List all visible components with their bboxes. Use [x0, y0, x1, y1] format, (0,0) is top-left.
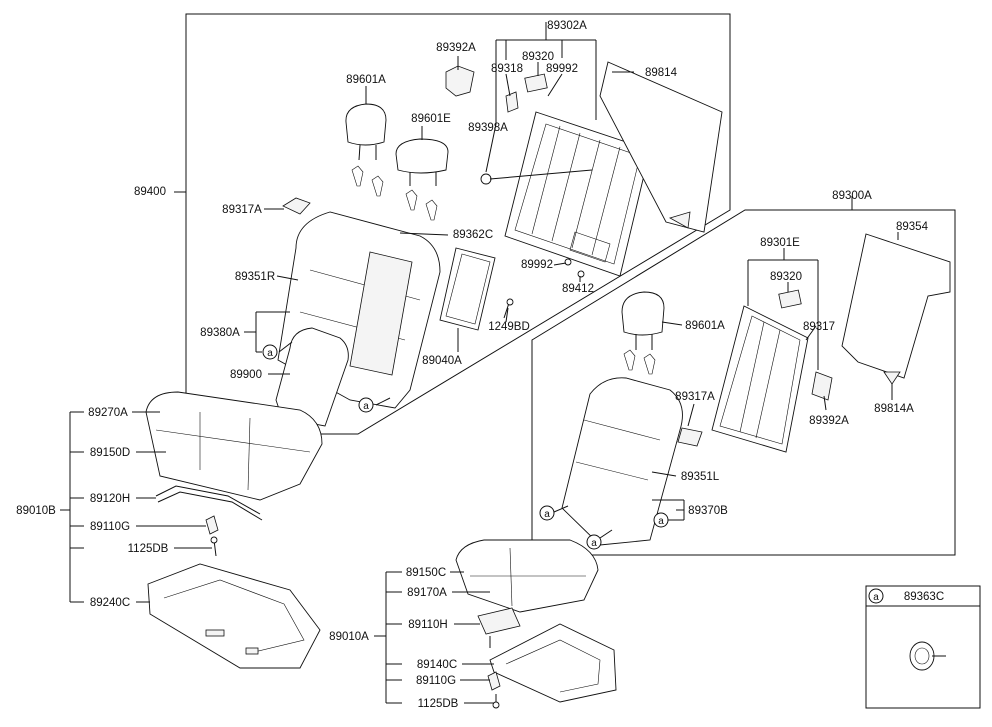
label-89040a: 89040A: [422, 355, 462, 367]
label-89351l: 89351L: [681, 471, 720, 483]
label-89412: 89412: [562, 283, 594, 295]
headrest-89601e-drawing: [395, 138, 449, 186]
pan-89240c-drawing: [147, 563, 321, 669]
legend-ref-circle-a-label: a: [873, 592, 879, 603]
label-89120h: 89120H: [90, 493, 130, 505]
label-89150c: 89150C: [406, 567, 446, 579]
seatback-right-drawing: [561, 377, 703, 546]
label-89392a-top: 89392A: [436, 42, 476, 54]
label-1125db-left: 1125DB: [128, 543, 169, 555]
rear-seatback-right-assembly-outline: [531, 209, 956, 556]
label-89300a: 89300A: [832, 190, 872, 202]
label-89398a: 89398A: [468, 122, 508, 134]
label-89900: 89900: [230, 369, 262, 381]
label-89140c: 89140C: [417, 659, 457, 671]
label-89010a: 89010A: [329, 631, 369, 643]
label-89392a-right: 89392A: [809, 415, 849, 427]
label-89270a: 89270A: [88, 407, 128, 419]
clip-89363c-drawing: [909, 641, 946, 671]
label-89814: 89814: [645, 67, 678, 79]
ref-circle-a-1-label: a: [267, 348, 273, 359]
seat-cushion-left-drawing: [145, 391, 323, 501]
pan-89140c-drawing: [489, 623, 617, 703]
ref-circle-a-4-label: a: [591, 538, 597, 549]
ref-circle-a-4: [586, 534, 602, 550]
wire-89120h-drawing: [155, 485, 263, 521]
label-89110h: 89110H: [408, 619, 447, 631]
label-89301e: 89301E: [760, 237, 800, 249]
label-1125db-right: 1125DB: [418, 698, 459, 710]
label-89814a: 89814A: [874, 403, 914, 415]
label-89317a-left: 89317A: [222, 204, 262, 216]
label-89317: 89317: [803, 321, 835, 333]
label-89992-top: 89992: [546, 63, 578, 75]
label-89317a-right: 89317A: [675, 391, 715, 403]
label-89318: 89318: [491, 63, 523, 75]
label-89240c: 89240C: [90, 597, 130, 609]
label-89351r: 89351R: [235, 271, 275, 283]
label-89320-top: 89320: [522, 51, 554, 63]
label-89320-right: 89320: [770, 271, 802, 283]
label-89010b: 89010B: [16, 505, 56, 517]
bracket-89110g-left-drawing: [205, 515, 219, 557]
label-89380a: 89380A: [200, 327, 240, 339]
ref-circle-a-5-label: a: [658, 516, 664, 527]
bolt-1249bd-drawing: [503, 298, 514, 319]
label-89601e: 89601E: [411, 113, 451, 125]
label-89150d: 89150D: [90, 447, 130, 459]
part-labels: 89302A 89392A 89320 89318 89992 89814 89…: [16, 20, 944, 710]
back-panel-89814-drawing: [599, 61, 723, 233]
label-89354: 89354: [896, 221, 929, 233]
bracket-89110h-drawing: [477, 607, 521, 648]
ref-circle-a-1: [262, 344, 278, 360]
ref-circle-a-3-label: a: [544, 509, 550, 520]
label-1249bd: 1249BD: [488, 321, 530, 333]
ref-circle-a-3: [539, 505, 555, 521]
seatback-frame-left-drawing: [504, 111, 651, 277]
label-89110g-right: 89110G: [416, 675, 456, 687]
bracket-89110g-right-drawing: [487, 671, 501, 709]
label-89110g-left: 89110G: [90, 521, 130, 533]
label-89601a-left: 89601A: [346, 74, 386, 86]
seatback-left-drawing: [275, 211, 441, 427]
ref-circle-a-2-label: a: [363, 401, 369, 412]
rear-seatback-assembly-outline: [185, 13, 731, 435]
seatback-frame-right-drawing: [711, 289, 833, 453]
label-89363c: 89363C: [904, 591, 944, 603]
seat-cushion-right-drawing: [455, 539, 599, 613]
label-89362c: 89362C: [453, 229, 493, 241]
back-panel-89354-drawing: [841, 233, 951, 385]
label-89601a-right: 89601A: [685, 320, 725, 332]
ref-circles: a a a a a a: [262, 344, 884, 604]
clip-legend-box: [865, 585, 981, 709]
label-89302a: 89302A: [547, 20, 587, 32]
label-89170a: 89170A: [407, 587, 447, 599]
headrest-guides-left: [351, 165, 438, 221]
board-89040a-drawing: [439, 247, 496, 331]
label-89370b: 89370B: [688, 505, 728, 517]
ref-circle-a-2: [358, 397, 374, 413]
legend-ref-circle-a: [868, 588, 884, 604]
headrest-89601a-drawing: [345, 103, 387, 161]
cover-89317a-left-drawing: [282, 197, 311, 215]
latch-parts-top-drawing: [445, 65, 593, 278]
leader-lines: [60, 22, 899, 704]
label-89992-mid: 89992: [521, 259, 553, 271]
headrest-right-drawing: [621, 291, 665, 375]
ref-circle-a-5: [653, 512, 669, 528]
label-89400: 89400: [134, 186, 166, 198]
